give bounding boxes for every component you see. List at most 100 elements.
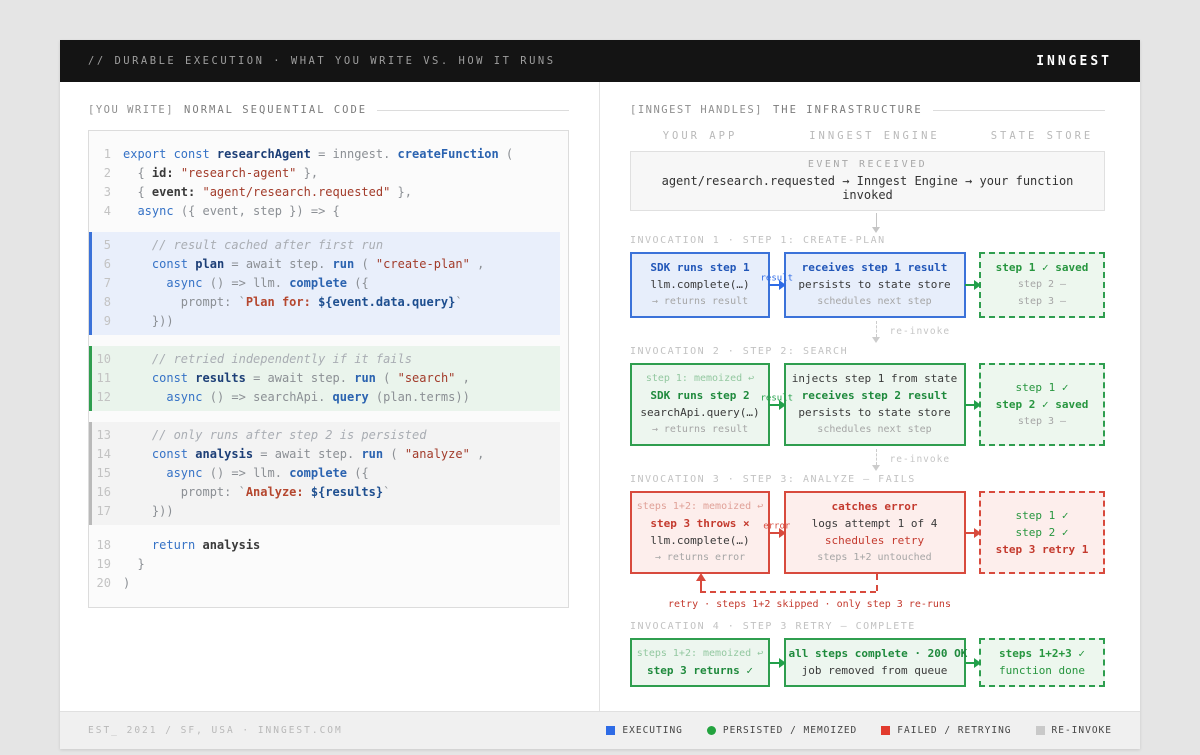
event-received-box: EVENT RECEIVED agent/research.requested … <box>630 151 1105 211</box>
token-id: results <box>195 371 246 385</box>
retry-connector: retry · steps 1+2 skipped · only step 3 … <box>630 573 1105 621</box>
token-kw: export const <box>123 147 217 161</box>
result-arrow: error <box>763 491 790 574</box>
token-pl: ( <box>383 447 405 461</box>
token-pl: , <box>469 447 485 461</box>
legend-label: PERSISTED / MEMOIZED <box>722 725 858 736</box>
box-line: steps 1+2+3 ✓ <box>998 647 1086 660</box>
token-id: analysis <box>195 447 254 461</box>
box-line: injects step 1 from state <box>791 372 958 385</box>
code-line: 2 { id: "research-agent" }, <box>89 164 560 183</box>
dashed-line-down <box>875 574 878 591</box>
token-pl: ({ <box>347 276 369 290</box>
footer-meta: EST_ 2021 / SF, USA · INNGEST.COM <box>88 725 343 736</box>
box-line: step 3 — <box>1017 415 1067 427</box>
box-line: persists to state store <box>798 406 951 419</box>
token-kw: async <box>166 390 210 404</box>
box-line: → returns error <box>654 552 746 563</box>
box-line: all steps complete · 200 OK <box>788 647 968 660</box>
brand-logo: INNGEST <box>1036 53 1112 69</box>
code-text: })) <box>123 312 174 331</box>
code-block-gray: 13 // only runs after step 2 is persiste… <box>89 422 560 525</box>
box-line: receives step 2 result <box>801 389 948 402</box>
legend-square-icon <box>881 726 891 735</box>
token-pl: prompt: ` <box>123 485 246 499</box>
code-text: ) <box>123 574 130 593</box>
invocation-row: steps 1+2: memoized ↩step 3 returns ✓all… <box>630 638 1105 687</box>
token-pl: , <box>469 257 485 271</box>
box-line: logs attempt 1 of 4 <box>811 517 938 530</box>
token-pl: { <box>123 166 152 180</box>
token-pl: = await step. <box>245 371 355 385</box>
persist-arrow <box>964 491 981 574</box>
token-cm: // only runs after step 2 is persisted <box>123 428 427 442</box>
footer-bar: EST_ 2021 / SF, USA · INNGEST.COM EXECUT… <box>60 711 1140 749</box>
legend-label: EXECUTING <box>622 725 683 736</box>
token-pl: ` <box>383 485 391 499</box>
token-fn: run <box>361 447 384 461</box>
code-line: 13 // only runs after step 2 is persiste… <box>92 426 560 445</box>
token-pl <box>123 257 152 271</box>
legend-item: PERSISTED / MEMOIZED <box>706 725 858 736</box>
code-text: const analysis = await step. run ( "anal… <box>123 445 484 464</box>
token-fn: complete <box>289 276 347 290</box>
token-pl: = await step. <box>253 447 362 461</box>
token-pl <box>123 390 166 404</box>
token-cm: // result cached after first run <box>123 238 384 252</box>
token-fn: query <box>332 390 369 404</box>
arrow-line <box>964 284 976 286</box>
line-number: 13 <box>96 428 111 442</box>
box-line: steps 1+2: memoized ↩ <box>636 648 764 659</box>
legend-square-icon <box>1035 726 1045 735</box>
line-number: 9 <box>103 314 111 328</box>
left-section-tag: [YOU WRITE] <box>88 104 175 116</box>
token-kw: async <box>166 466 210 480</box>
line-number: 19 <box>96 557 111 571</box>
line-number: 6 <box>103 257 111 271</box>
token-st: "create-plan" <box>375 257 470 271</box>
token-pl: prompt: ` <box>123 295 246 309</box>
arrow-line <box>964 531 976 534</box>
box-line: steps 1+2 untouched <box>817 552 932 563</box>
line-number: 10 <box>96 352 111 366</box>
token-kw: const <box>151 257 196 271</box>
legend-square-icon <box>606 726 616 735</box>
arrow-line <box>964 403 976 406</box>
arrow-head-right-icon <box>778 527 786 538</box>
code-text: } <box>123 555 144 574</box>
header-bar: // DURABLE EXECUTION · WHAT YOU WRITE VS… <box>60 40 1140 82</box>
code-text: prompt: `Analyze: ${results}` <box>123 483 391 502</box>
line-number: 8 <box>103 295 111 309</box>
token-pl: () => llm. <box>209 276 290 290</box>
legend-label: RE-INVOKE <box>1051 725 1112 736</box>
code-line: 12 async () => searchApi. query (plan.te… <box>92 388 560 407</box>
line-number: 15 <box>96 466 111 480</box>
code-text: { id: "research-agent" }, <box>123 164 318 183</box>
column-header: INNGEST ENGINE <box>809 130 940 142</box>
token-cm: // retried independently if it fails <box>123 352 412 366</box>
arrow-head-right-icon <box>778 399 786 410</box>
token-st: "agent/research.requested" <box>202 185 391 199</box>
arrow-line <box>769 661 781 664</box>
code-line: 16 prompt: `Analyze: ${results}` <box>92 483 560 502</box>
token-pl: , <box>455 371 470 385</box>
event-down-arrow <box>630 211 1105 235</box>
token-pl: () => searchApi. <box>209 390 333 404</box>
code-line: 5 // result cached after first run <box>92 236 560 255</box>
right-section-title: THE INFRASTRUCTURE <box>772 104 923 116</box>
state-box: steps 1+2+3 ✓function done <box>979 638 1105 687</box>
code-line: 20) <box>89 574 560 593</box>
dashed-line <box>875 449 877 465</box>
dashed-line-across <box>699 591 876 593</box>
arrow-head-right-icon <box>778 657 786 668</box>
arrow-label: result <box>760 273 794 284</box>
